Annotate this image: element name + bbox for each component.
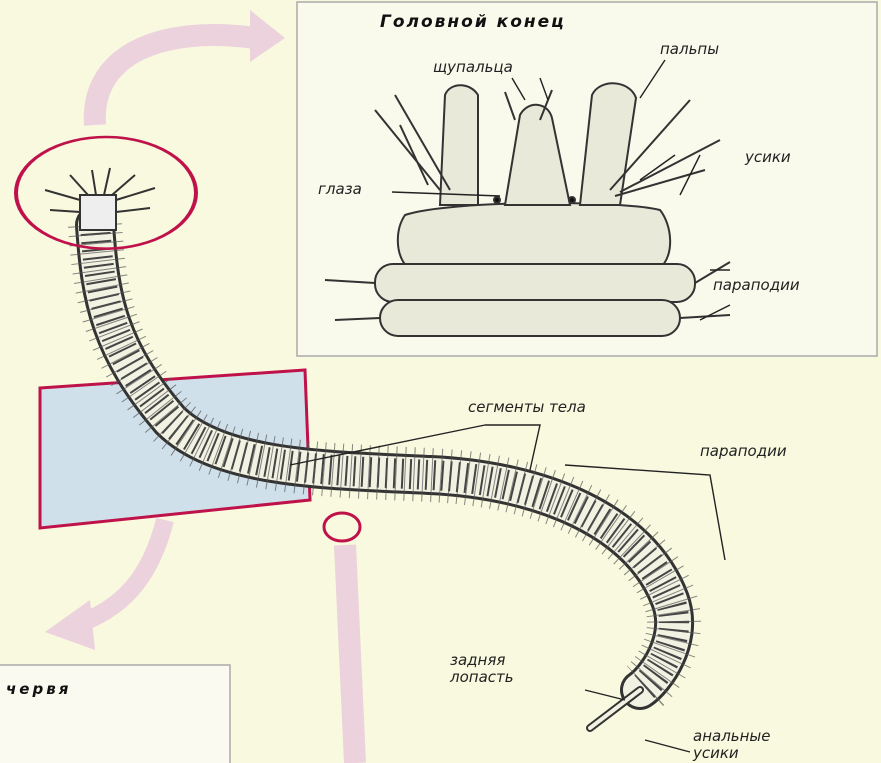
- arrow-to-section-panel: [45, 520, 165, 650]
- label-eyes: глаза: [318, 180, 362, 198]
- section-panel-title: червя: [6, 680, 71, 698]
- head-panel-title: Головной конец: [380, 12, 566, 32]
- label-palps: пальпы: [660, 40, 719, 58]
- label-antennae: усики: [745, 148, 791, 166]
- label-anal-cirri-line1: анальные: [693, 728, 771, 745]
- arrow-to-parapodium-panel: [345, 545, 355, 763]
- label-posterior-lobe-line2: лопасть: [450, 669, 514, 686]
- label-anal-cirri-line2: усики: [693, 745, 771, 762]
- label-tentacles: щупальца: [433, 58, 513, 76]
- label-body-parapodia: параподии: [700, 442, 787, 460]
- arrow-to-head-panel: [95, 10, 285, 125]
- label-posterior-lobe: задняя лопасть: [450, 652, 514, 686]
- label-body-segments: сегменты тела: [468, 398, 586, 416]
- label-anal-cirri: анальные усики: [693, 728, 771, 762]
- label-head-parapodia: параподии: [713, 276, 800, 294]
- label-posterior-lobe-line1: задняя: [450, 652, 514, 669]
- worm-head-small: [45, 168, 155, 230]
- parapodium-highlight-circle: [324, 513, 360, 541]
